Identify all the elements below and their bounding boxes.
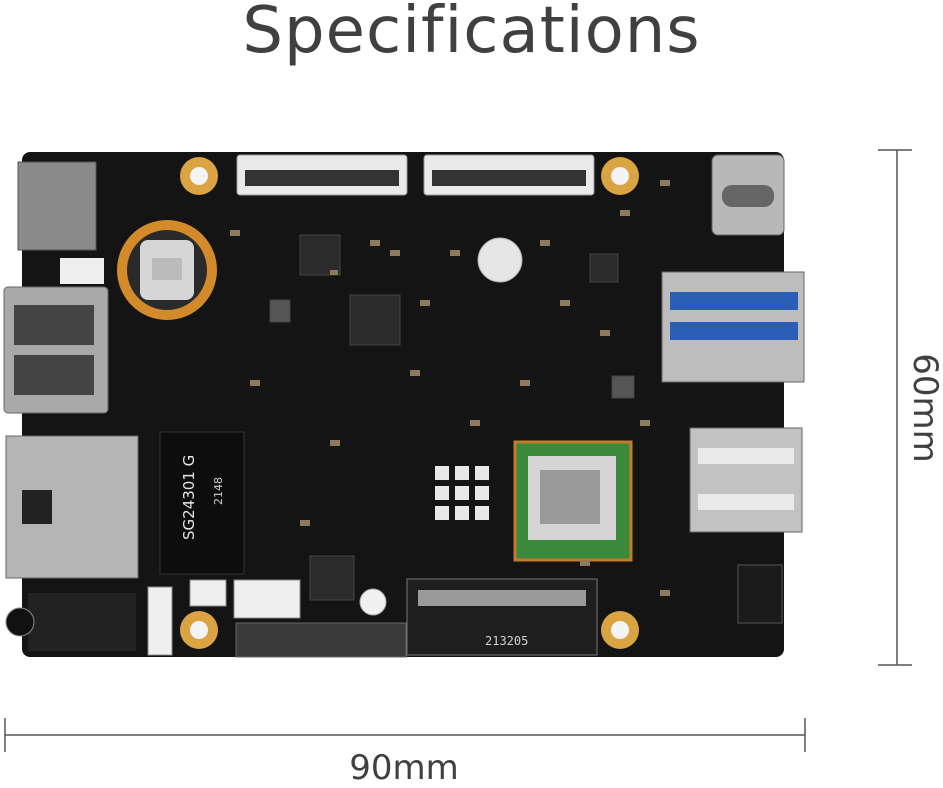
white-connectors	[147, 579, 301, 656]
page-title: Specifications	[242, 0, 701, 68]
ssd-slot-label: 213205	[485, 634, 528, 648]
smd-components	[230, 180, 670, 596]
width-dimension-line	[4, 718, 806, 752]
mipi-connectors	[236, 154, 595, 196]
network-chip: SG24301 G 2148	[159, 431, 245, 575]
left-ports	[3, 161, 139, 651]
mounting-holes	[180, 157, 639, 649]
chip-a-label: SG24301 G	[180, 455, 198, 540]
chip-a-sub-label: 2148	[212, 477, 225, 505]
height-dimension-line	[878, 149, 912, 666]
right-ports	[661, 154, 805, 624]
coin-battery	[117, 220, 217, 320]
width-label: 90mm	[349, 748, 459, 788]
misc-chips	[269, 234, 635, 616]
m2-slot: 213205	[406, 578, 598, 656]
pcb	[22, 152, 784, 657]
height-label: 60mm	[905, 353, 943, 463]
gpio-header	[235, 622, 407, 658]
wifi-module	[513, 440, 633, 562]
heat-pads	[435, 466, 489, 520]
